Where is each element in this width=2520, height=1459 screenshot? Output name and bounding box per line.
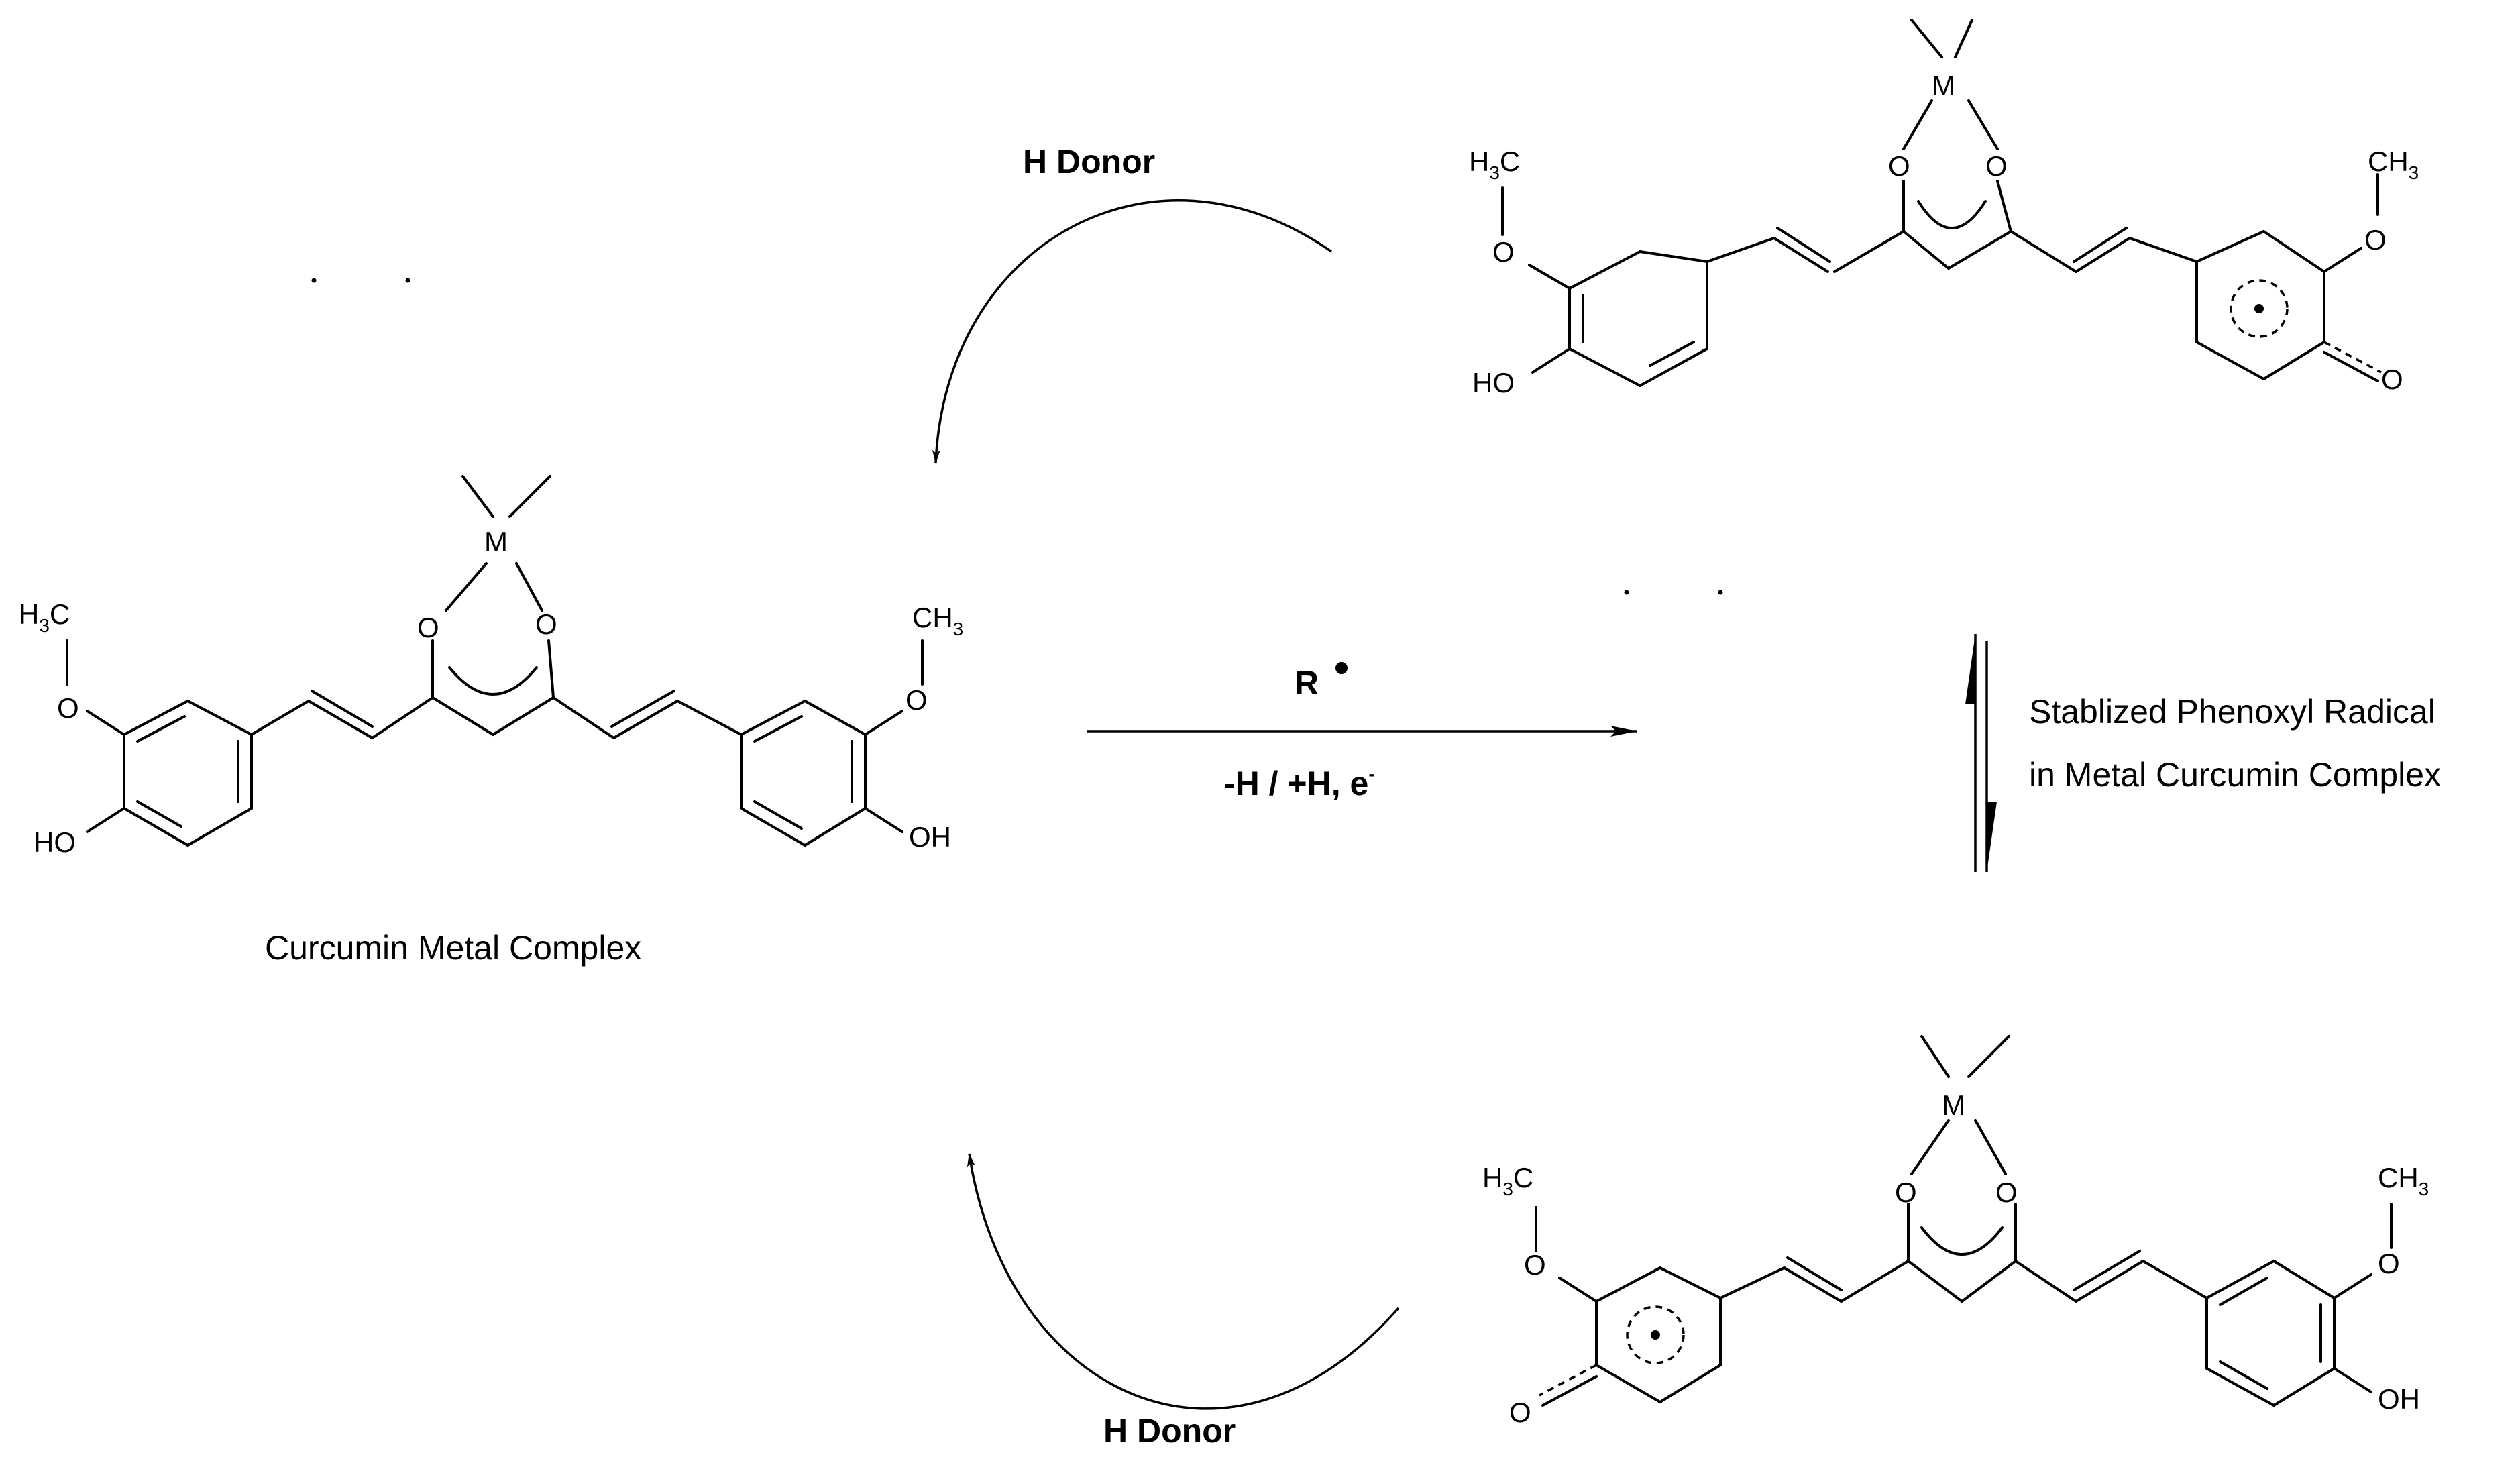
equilibrium-arrows: [1965, 634, 1997, 872]
metal-atom: M: [484, 526, 508, 557]
oxygen-atom: O: [57, 692, 79, 724]
structure-bottom-right-radical: M O O O H3C O O CH3 OH: [1482, 1035, 2429, 1428]
oxygen-atom: O: [2378, 1248, 2400, 1279]
h-donor-label-bottom: H Donor: [1103, 1412, 1236, 1450]
oxygen-atom: O: [417, 612, 439, 643]
stray-dots: [311, 278, 1723, 595]
methyl-label: CH3: [912, 602, 963, 639]
oxygen-atom: O: [1509, 1397, 1531, 1428]
oxygen-atom: O: [535, 608, 557, 640]
methyl-label: CH3: [2368, 146, 2419, 183]
oxygen-atom: O: [2364, 224, 2387, 256]
hydroxyl-label: OH: [909, 821, 951, 853]
methyl-label: CH3: [2378, 1162, 2429, 1199]
oxygen-atom: O: [1995, 1177, 2018, 1208]
structure-top-right-radical: M O O O HO H3C O CH3 O: [1469, 19, 2419, 398]
metal-atom: M: [1942, 1089, 1965, 1121]
h-donor-label-top: H Donor: [1023, 143, 1155, 180]
structure-curcumin-metal-complex: M O O O HO H3C O CH3 OH: [19, 475, 963, 858]
curved-arrow-top: [932, 199, 1333, 464]
reagent-label: R: [1295, 664, 1319, 702]
complex-name: Curcumin Metal Complex: [265, 929, 641, 967]
curved-arrow-bottom: [967, 1153, 1400, 1410]
oxygen-atom: O: [1524, 1249, 1546, 1281]
equilibrium-label-line1: Stablized Phenoxyl Radical: [2029, 693, 2435, 731]
hydroxyl-label: HO: [34, 826, 76, 858]
methyl-label: H3C: [1469, 146, 1520, 183]
hydroxyl-label: OH: [2378, 1383, 2420, 1415]
radical-dot-icon: [1335, 662, 1348, 674]
hydroxyl-label: HO: [1472, 367, 1515, 398]
metal-atom: M: [1932, 70, 1955, 101]
oxygen-atom: O: [1888, 150, 1910, 182]
equilibrium-label-line2: in Metal Curcumin Complex: [2029, 756, 2441, 794]
methyl-label: H3C: [1482, 1162, 1533, 1199]
condition-label: -H / +H, e-: [1224, 763, 1375, 802]
oxygen-atom: O: [1895, 1177, 1917, 1208]
oxygen-atom: O: [906, 684, 928, 716]
oxygen-atom: O: [2381, 364, 2403, 395]
oxygen-atom: O: [1985, 150, 2008, 182]
oxygen-atom: O: [1492, 236, 1515, 268]
methyl-label: H3C: [19, 598, 70, 636]
